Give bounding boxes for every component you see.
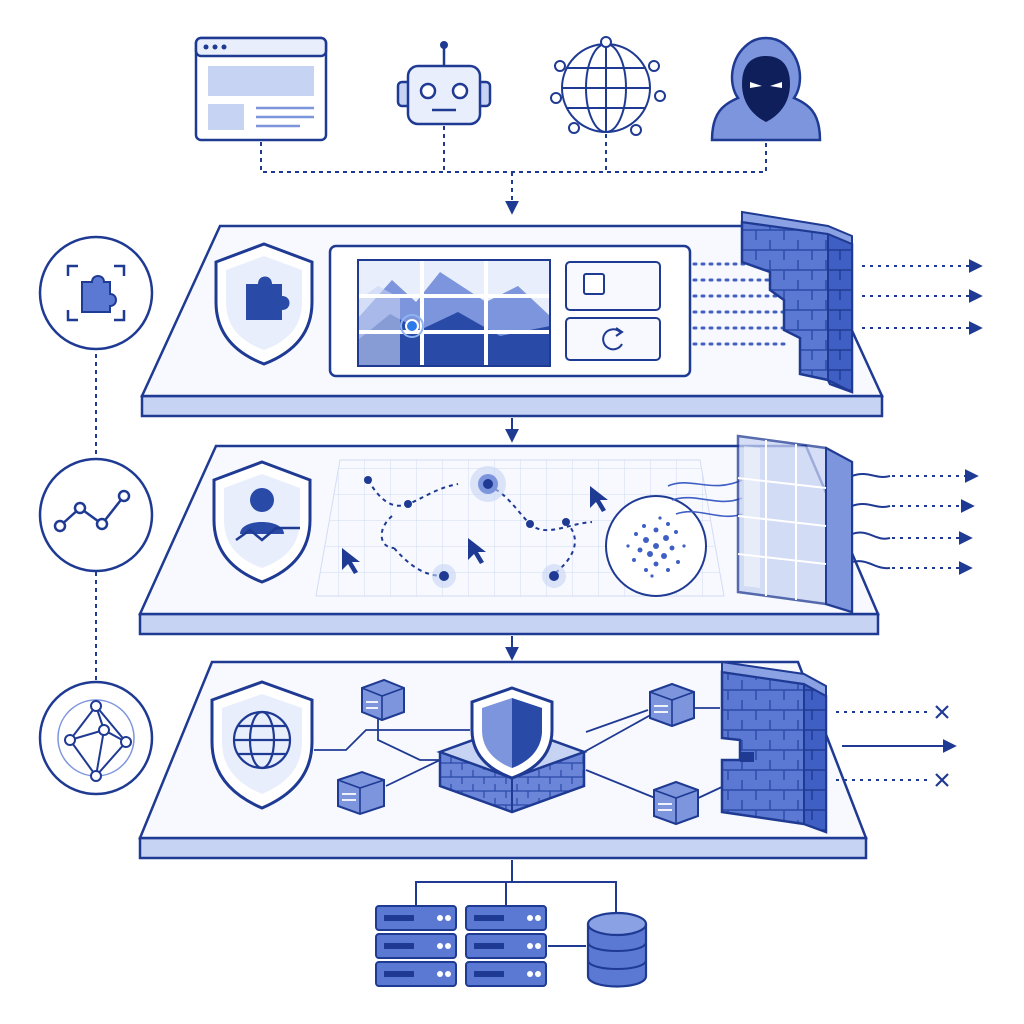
server-node-1 bbox=[361, 678, 405, 722]
cursor-icon bbox=[342, 548, 360, 574]
network-layer bbox=[138, 660, 957, 860]
server-node-3 bbox=[649, 682, 695, 728]
central-security-hub bbox=[436, 686, 588, 814]
cursor-icons bbox=[342, 486, 608, 574]
hooded-hacker-icon bbox=[710, 36, 822, 142]
captcha-challenge-card bbox=[328, 244, 692, 378]
target-pulse-points bbox=[432, 466, 566, 588]
network-firewall-wall bbox=[720, 660, 828, 834]
network-output-arrows bbox=[836, 705, 957, 787]
captcha-checkbox[interactable] bbox=[565, 261, 661, 311]
trajectory-points bbox=[364, 476, 570, 528]
user-shield-icon bbox=[212, 460, 312, 584]
database-icon bbox=[548, 911, 648, 988]
behavior-output-arrows bbox=[851, 469, 979, 575]
refresh-icon bbox=[602, 327, 624, 351]
behavior-layer bbox=[138, 434, 979, 636]
captcha-firewall-wall bbox=[740, 210, 854, 394]
puzzle-shield-icon bbox=[214, 242, 314, 366]
network-connections bbox=[314, 707, 725, 801]
captcha-refresh-button[interactable] bbox=[565, 317, 661, 361]
captcha-output-arrows bbox=[862, 259, 983, 335]
backend-servers bbox=[375, 905, 648, 988]
robot-icon bbox=[396, 41, 492, 126]
puzzle-scan-icon bbox=[38, 235, 154, 351]
blocked-x-icon bbox=[935, 705, 949, 719]
globe-network-icon bbox=[550, 36, 666, 136]
blocked-x-icon bbox=[935, 773, 949, 787]
behavior-glass-wall bbox=[736, 434, 854, 614]
captcha-layer bbox=[140, 210, 983, 418]
captcha-incoming-traffic bbox=[692, 262, 792, 346]
server-rack-icon bbox=[375, 905, 457, 987]
trend-line-icon bbox=[38, 457, 154, 573]
fingerprint-cluster bbox=[605, 495, 707, 597]
server-node-4 bbox=[653, 780, 699, 826]
backend-connectors bbox=[415, 860, 617, 912]
server-node-2 bbox=[337, 770, 385, 816]
browser-window-icon bbox=[194, 36, 328, 142]
globe-shield-icon bbox=[210, 680, 314, 810]
hub-shield-icon bbox=[470, 686, 554, 780]
cursor-icon bbox=[590, 486, 608, 512]
side-icons-column bbox=[38, 235, 154, 796]
captcha-image-grid bbox=[357, 259, 551, 367]
cursor-icon bbox=[468, 538, 486, 564]
clients-row bbox=[194, 36, 822, 142]
client-connectors bbox=[260, 126, 767, 215]
server-rack-icon bbox=[465, 905, 547, 987]
behavior-incoming-traffic bbox=[667, 479, 743, 518]
network-graph-icon bbox=[38, 680, 154, 796]
